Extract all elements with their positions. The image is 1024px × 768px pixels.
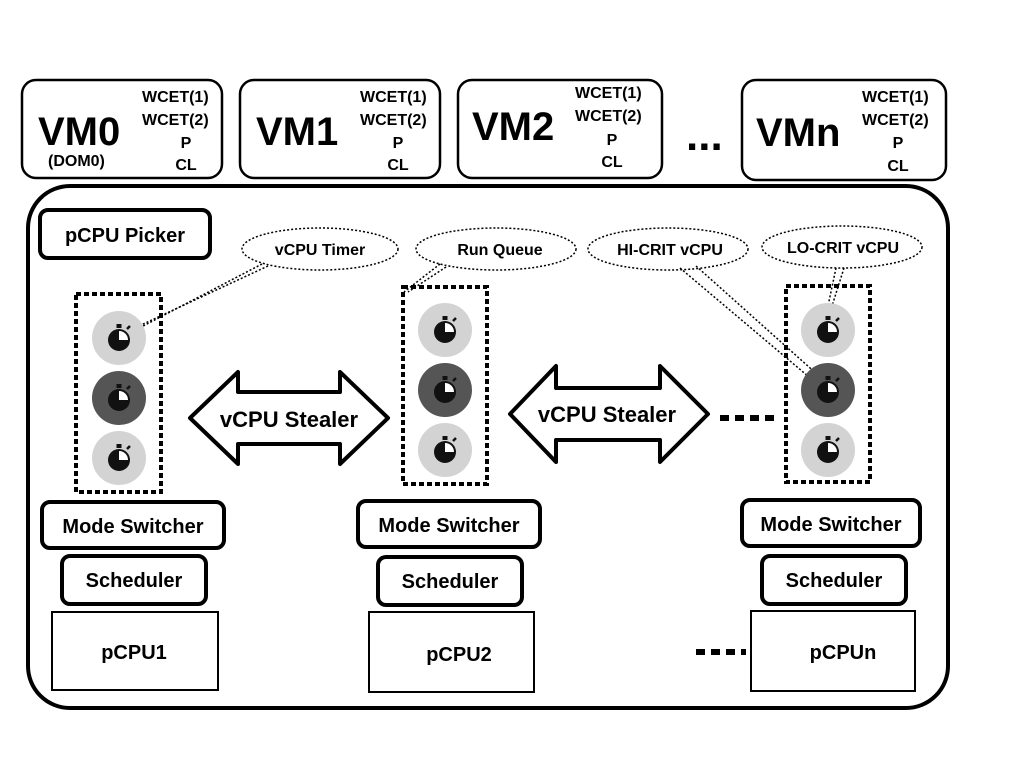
vcpu-hi-crit <box>92 371 146 425</box>
hypervisor-container <box>26 184 950 710</box>
callout-label: vCPU Timer <box>275 242 365 259</box>
vm-ellipsis: ... <box>686 111 723 160</box>
vcpu-lo-crit <box>92 431 146 485</box>
vm-param: CL <box>601 154 623 171</box>
pcpu-picker: pCPU Picker <box>38 208 212 260</box>
vcpu-stealer-label: vCPU Stealer <box>538 402 677 427</box>
vm-box-vmn: VMn WCET(1) WCET(2) P CL <box>740 78 948 182</box>
mode-switcher-label: Mode Switcher <box>760 514 901 536</box>
pcpu-pcpu1: pCPU1 <box>51 611 219 691</box>
vcpu-layer <box>92 303 855 485</box>
callout-pointers <box>123 263 845 389</box>
timer-icon <box>817 376 840 403</box>
vm-param: P <box>393 135 404 152</box>
vcpu-hi-crit <box>418 363 472 417</box>
mode-switcher-pcpu1: Mode Switcher <box>40 500 226 550</box>
scheduler-label: Scheduler <box>786 570 883 592</box>
vcpu-lo-crit <box>418 423 472 477</box>
vm-param: WCET(1) <box>575 85 642 102</box>
scheduler-pcpun: Scheduler <box>760 554 908 606</box>
vm-name: VMn <box>756 111 840 155</box>
callout-vcpu-timer: vCPU Timer <box>241 227 399 271</box>
vcpu-lo-crit <box>801 423 855 477</box>
pcpu-label: pCPU1 <box>101 642 167 664</box>
callout-label: Run Queue <box>457 242 542 259</box>
vm-box-vm2: VM2 WCET(1) WCET(2) P CL <box>456 78 664 180</box>
vcpu-lo-crit <box>418 303 472 357</box>
pcpu-label: pCPUn <box>810 642 877 664</box>
callout-run-queue: Run Queue <box>415 227 577 271</box>
pcpu-pcpu2: pCPU2 <box>368 611 535 693</box>
run-queue-pcpu1 <box>74 292 163 494</box>
timer-icon <box>108 444 131 471</box>
timer-icon <box>434 436 457 463</box>
vm-param: WCET(2) <box>360 112 427 129</box>
pcpu-label: pCPU2 <box>426 644 492 666</box>
timer-icon <box>434 376 457 403</box>
vm-param: WCET(2) <box>862 112 929 129</box>
vm-box-vm1: VM1 WCET(1) WCET(2) P CL <box>238 78 442 180</box>
vcpu-stealer-arrow-1: vCPU Stealer <box>188 370 390 466</box>
vm-param: CL <box>387 157 409 174</box>
pcpu-picker-label: pCPU Picker <box>65 225 185 247</box>
pcpu-pcpun: pCPUn <box>750 610 916 692</box>
vm-subtitle: (DOM0) <box>48 153 105 170</box>
vm-box-vm0: VM0 (DOM0) WCET(1) WCET(2) P CL <box>20 78 224 180</box>
vcpu-lo-crit <box>801 303 855 357</box>
timer-icon <box>434 316 457 343</box>
vm-name: VM0 <box>38 110 120 154</box>
scheduler-pcpu1: Scheduler <box>60 554 208 606</box>
vm-param: P <box>607 132 618 149</box>
callout-lo-crit-vcpu: LO-CRIT vCPU <box>761 225 923 269</box>
vm-name: VM1 <box>256 110 338 154</box>
callout-hi-crit-vcpu: HI-CRIT vCPU <box>587 227 749 271</box>
mode-switcher-pcpu2: Mode Switcher <box>356 499 542 549</box>
vm-param: WCET(1) <box>862 89 929 106</box>
timer-icon <box>817 316 840 343</box>
vm-param: CL <box>887 158 909 175</box>
vm-param: WCET(2) <box>142 112 209 129</box>
callout-label: LO-CRIT vCPU <box>787 240 899 257</box>
scheduler-label: Scheduler <box>86 570 183 592</box>
scheduler-pcpu2: Scheduler <box>376 555 524 607</box>
vm-name: VM2 <box>472 105 554 149</box>
timer-icon <box>817 436 840 463</box>
timer-icon <box>108 384 131 411</box>
vm-param: WCET(1) <box>360 89 427 106</box>
vm-param: P <box>181 135 192 152</box>
vcpu-hi-crit <box>801 363 855 417</box>
vcpu-lo-crit <box>92 311 146 365</box>
run-queue-pcpu2 <box>401 285 489 486</box>
mode-switcher-label: Mode Switcher <box>378 515 519 537</box>
vm-param: WCET(1) <box>142 89 209 106</box>
vcpu-stealer-arrow-2: vCPU Stealer <box>508 364 710 464</box>
vcpu-stealer-label: vCPU Stealer <box>220 407 359 432</box>
run-queue-pcpun <box>784 284 872 484</box>
callout-label: HI-CRIT vCPU <box>617 242 723 259</box>
mode-switcher-label: Mode Switcher <box>62 516 203 538</box>
mode-switcher-pcpun: Mode Switcher <box>740 498 922 548</box>
vm-param: WCET(2) <box>575 108 642 125</box>
vm-param: P <box>893 135 904 152</box>
vm-param: CL <box>175 157 197 174</box>
scheduler-label: Scheduler <box>402 571 499 593</box>
timer-icon <box>108 324 131 351</box>
